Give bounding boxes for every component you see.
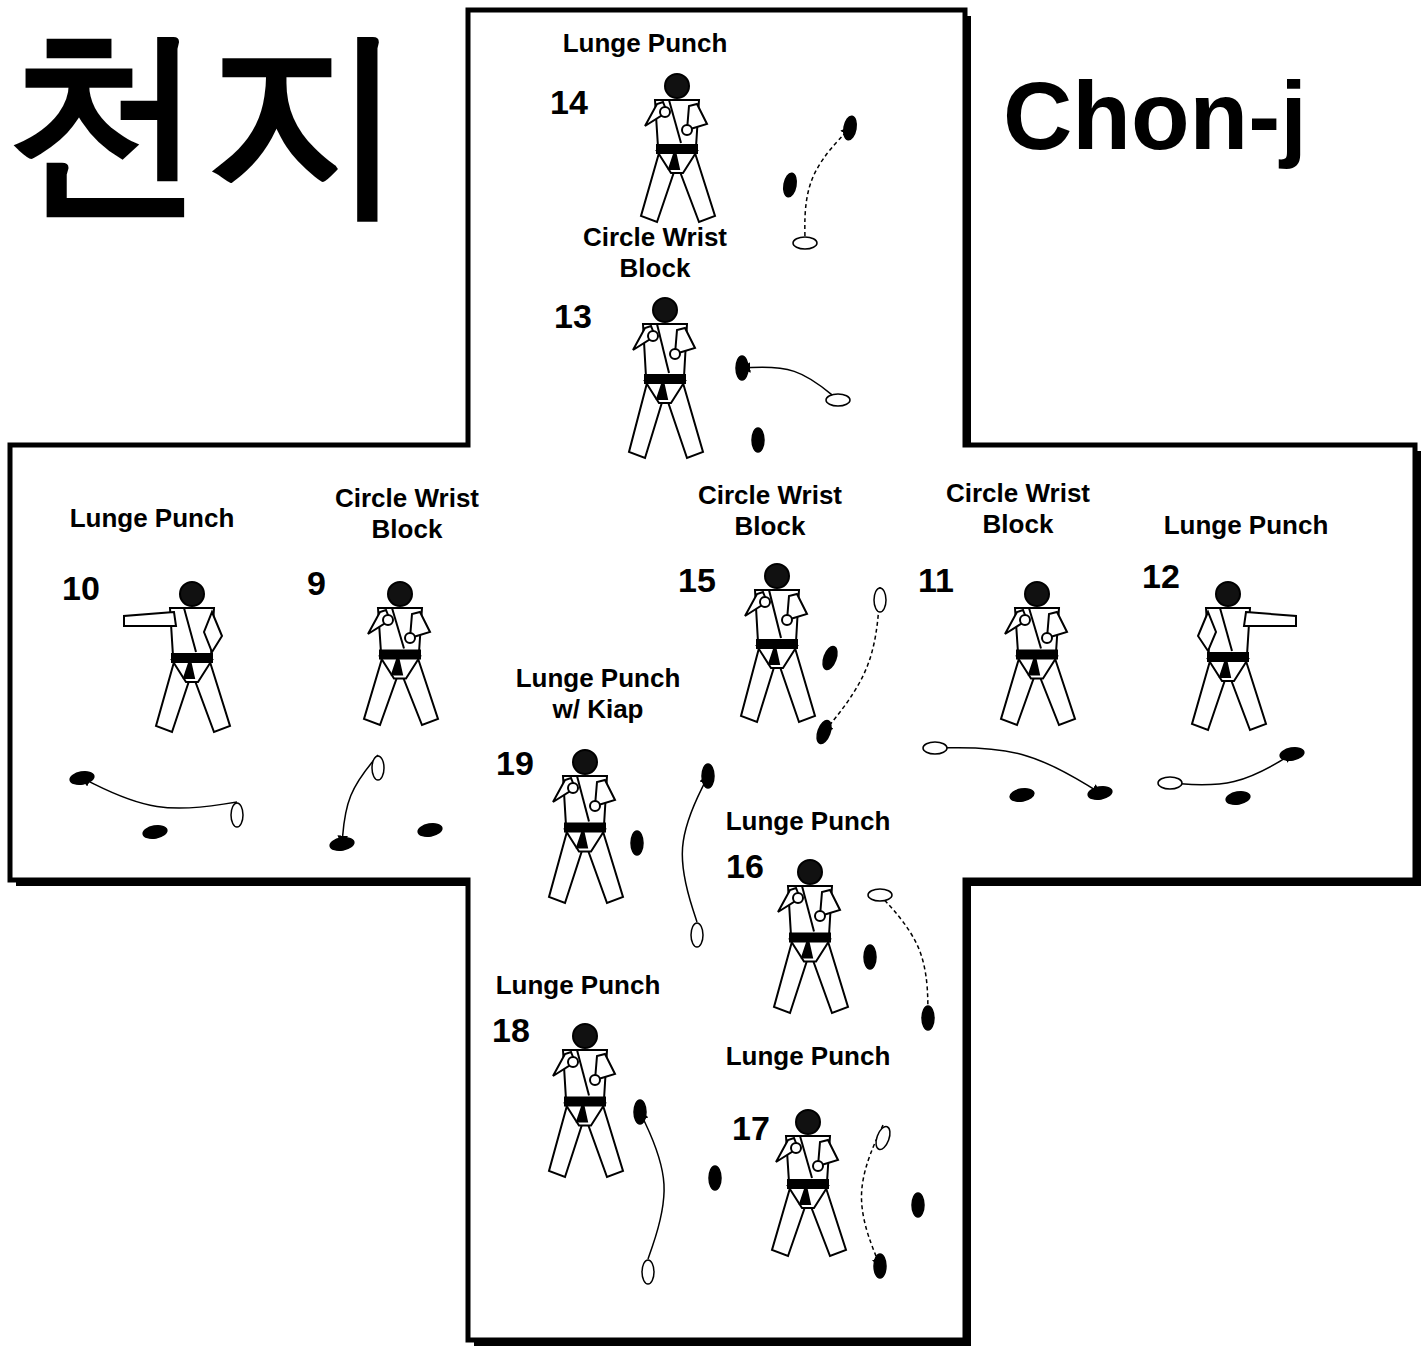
move-label: Circle Wrist Block	[560, 222, 750, 284]
footprint	[417, 822, 443, 838]
step-arrow	[640, 1112, 664, 1259]
footprint	[793, 237, 817, 249]
move-label: Circle Wrist Block	[923, 478, 1113, 540]
karate-figure	[364, 582, 438, 725]
footprint	[691, 923, 703, 947]
figures	[124, 74, 1296, 1256]
footprint	[329, 836, 355, 852]
footprint	[372, 756, 384, 780]
footprint	[1009, 787, 1035, 803]
karate-figure	[1192, 582, 1296, 730]
footprint	[752, 428, 764, 452]
karate-figure	[549, 750, 623, 903]
footprint	[631, 831, 643, 855]
footprint	[231, 803, 243, 827]
step-arrow	[682, 776, 708, 922]
step-number: 14	[550, 82, 610, 123]
step-arrow	[1170, 754, 1292, 785]
step-arrow	[935, 748, 1100, 793]
footprint	[814, 719, 833, 746]
footprint	[1225, 790, 1251, 806]
move-label: Circle Wrist Block	[675, 480, 865, 542]
step-number: 10	[62, 568, 122, 609]
move-label: Lunge Punch	[468, 970, 688, 1001]
move-label: Lunge Punch	[698, 806, 918, 837]
karate-figure	[549, 1024, 623, 1177]
move-label: Lunge Punch	[32, 503, 272, 534]
step-arrow	[82, 778, 237, 808]
footprint	[842, 115, 858, 141]
karate-figure	[774, 860, 848, 1013]
korean-calligraphy: 천지	[6, 20, 466, 220]
karate-figure	[629, 298, 703, 458]
step-arrow	[742, 367, 838, 400]
move-label: Lunge Punch	[525, 28, 765, 59]
footprint	[736, 356, 748, 380]
footprint	[1158, 777, 1182, 789]
karate-figure	[124, 582, 230, 732]
footprint	[142, 824, 168, 840]
footprint	[709, 1166, 721, 1190]
step-arrow	[805, 128, 850, 243]
step-number: 18	[492, 1010, 552, 1051]
footprint	[922, 1006, 934, 1030]
step-arrow	[880, 895, 928, 1018]
footprint	[868, 889, 892, 901]
step-number: 11	[918, 560, 978, 601]
footprint	[826, 394, 850, 406]
footprint	[702, 764, 714, 788]
footprint	[782, 172, 798, 198]
karate-figure	[1001, 582, 1075, 725]
move-label: Lunge Punch	[698, 1041, 918, 1072]
footprint	[642, 1260, 654, 1284]
footprint	[634, 1100, 646, 1124]
karate-figure	[741, 564, 815, 722]
step-number: 19	[496, 743, 556, 784]
footprints	[69, 115, 1305, 1284]
move-label: Lunge Punch w/ Kiap	[503, 663, 693, 725]
footprint	[864, 945, 876, 969]
footprint	[1087, 785, 1113, 801]
move-label: Circle Wrist Block	[312, 483, 502, 545]
step-number: 12	[1142, 556, 1202, 597]
footprint	[912, 1193, 924, 1217]
footprint	[923, 742, 947, 754]
karate-figure	[641, 74, 715, 222]
step-number: 13	[554, 296, 614, 337]
footprint	[874, 588, 886, 612]
footprint	[820, 645, 839, 672]
step-number: 16	[726, 846, 786, 887]
step-number: 9	[307, 563, 367, 604]
footprint	[874, 1254, 886, 1278]
move-label: Lunge Punch	[1136, 510, 1356, 541]
step-number: 15	[678, 560, 738, 601]
footprint	[873, 1125, 892, 1152]
step-number: 17	[732, 1108, 792, 1149]
footprint	[69, 770, 95, 786]
title: Chon-j	[1003, 58, 1307, 173]
karate-figure	[772, 1110, 846, 1256]
footprint	[1279, 746, 1305, 762]
